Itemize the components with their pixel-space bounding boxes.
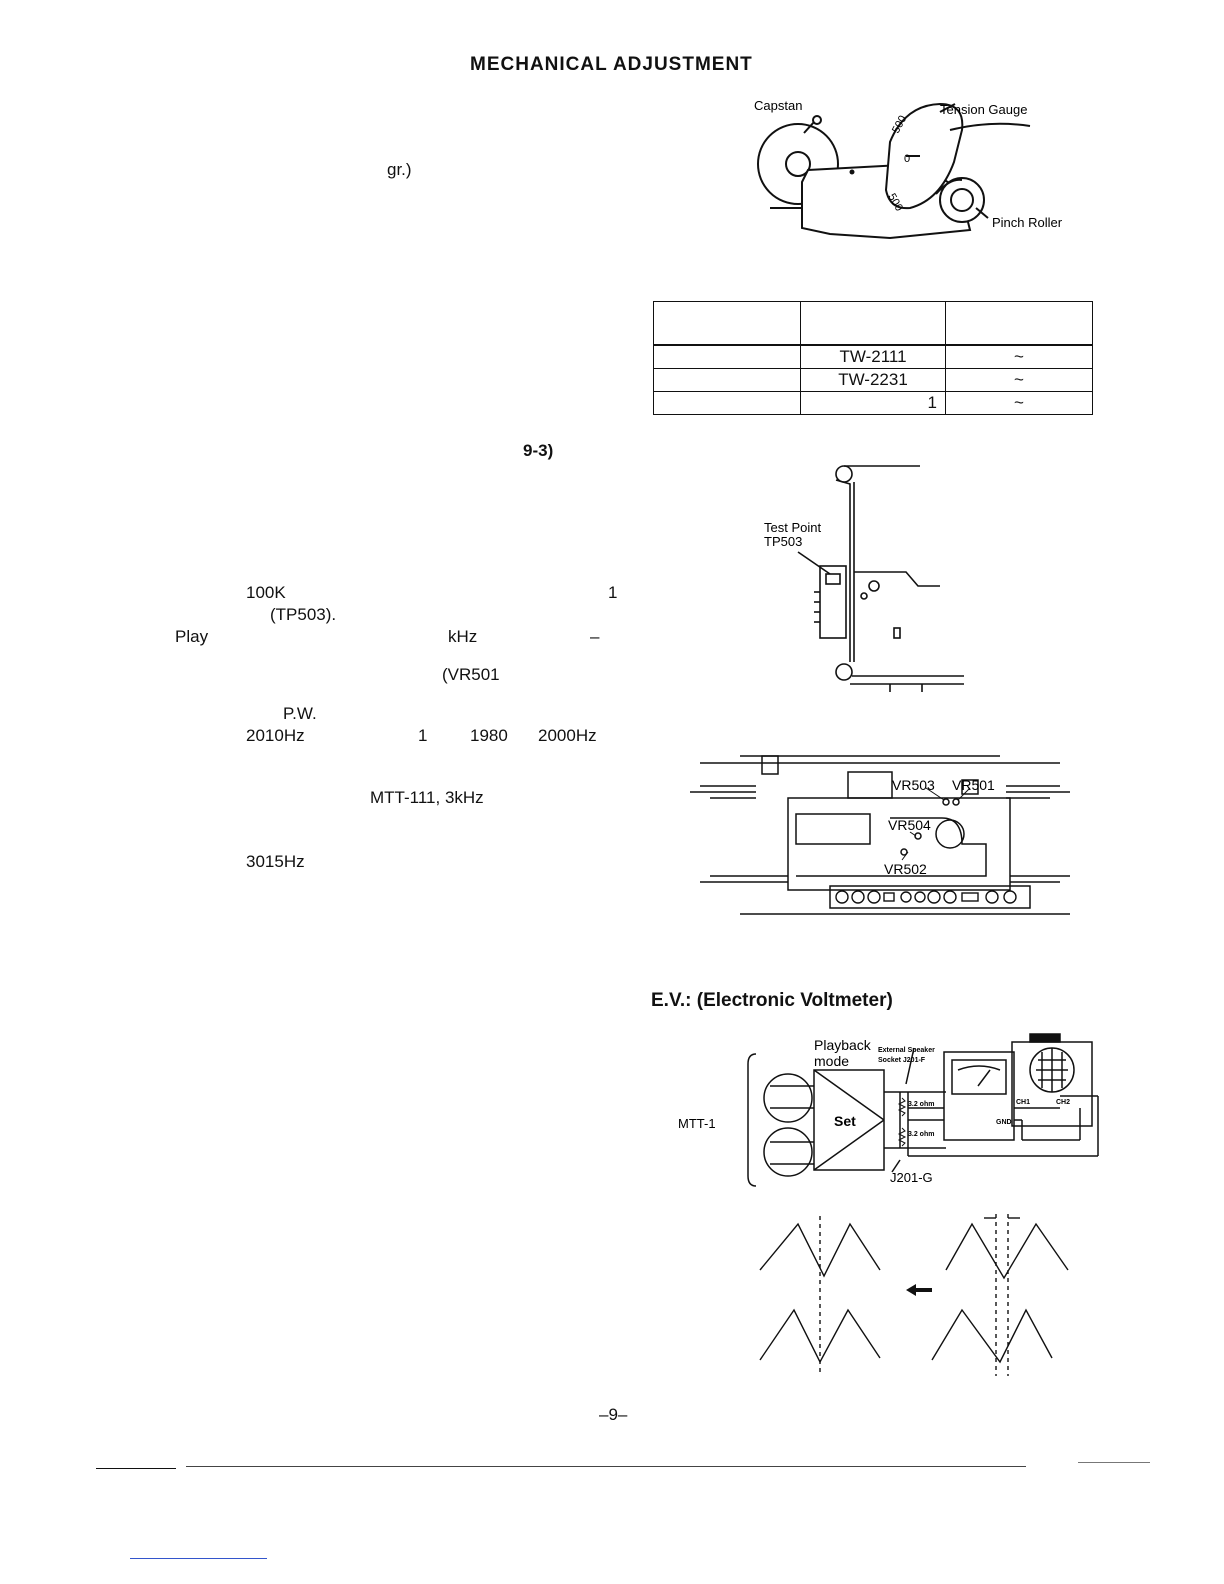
vr504-label: VR504 xyxy=(888,817,931,833)
speaker-socket-label: External Speaker xyxy=(878,1047,935,1054)
table-cell xyxy=(653,344,801,369)
text-3015hz: 3015Hz xyxy=(246,852,305,871)
resistor-label-2: 3.2 ohm xyxy=(908,1131,934,1138)
speaker-socket-label-2: Socket J201-F xyxy=(878,1057,926,1064)
mtt-label: MTT-1 xyxy=(678,1116,716,1131)
text-2010hz: 2010Hz xyxy=(246,726,305,745)
text-play: Play xyxy=(175,627,209,646)
playback-mode-label: Playback xyxy=(814,1037,872,1053)
table-header-cell xyxy=(653,301,801,346)
test-point-label: Test Point xyxy=(764,520,821,535)
left-arrow-icon xyxy=(906,1284,932,1296)
table-cell: ~ xyxy=(945,368,1093,392)
footer-rule xyxy=(1078,1462,1150,1463)
circuit-diagram: Playback mode External Speaker Socket J2… xyxy=(678,1033,1099,1187)
table-row: TW-2231 ~ xyxy=(653,368,1093,392)
page-title: MECHANICAL ADJUSTMENT xyxy=(470,54,753,75)
table-header-cell xyxy=(800,301,946,346)
text-mtt111: MTT-111, 3kHz xyxy=(370,788,484,807)
text-one-a: 1 xyxy=(608,583,618,602)
ch2-label: CH2 xyxy=(1056,1099,1070,1106)
text-khz: kHz xyxy=(448,627,478,646)
waveform-figure xyxy=(759,1214,1069,1376)
ev-heading: E.V.: (Electronic Voltmeter) xyxy=(651,990,893,1011)
table-row: 1 ~ xyxy=(653,391,1093,415)
table-cell: TW-2111 xyxy=(800,344,946,369)
text-one-b: 1 xyxy=(418,726,428,745)
vr502-label: VR502 xyxy=(884,861,927,877)
text-2000hz: 2000Hz xyxy=(538,726,597,745)
text-pw: P.W. xyxy=(283,704,317,723)
vr501-label: VR501 xyxy=(952,777,995,793)
table-header-row xyxy=(653,301,1093,346)
link-underline xyxy=(130,1558,267,1559)
tension-spec-table: TW-2111 ~ TW-2231 ~ 1 ~ xyxy=(653,301,1093,415)
tension-gauge-figure: Capstan Tension Gauge Pinch Roller 500 0… xyxy=(754,98,1063,240)
gnd-label: GND xyxy=(996,1119,1012,1126)
test-point-id: TP503 xyxy=(764,534,802,549)
table-cell: ~ xyxy=(945,391,1093,415)
page-number: –9– xyxy=(599,1405,628,1424)
table-cell: TW-2231 xyxy=(800,368,946,392)
j201g-label: J201-G xyxy=(890,1170,933,1185)
text-fig-ref: 9-3) xyxy=(523,441,554,460)
table-row: TW-2111 ~ xyxy=(653,344,1093,369)
footer-rule xyxy=(96,1468,176,1469)
vr503-label: VR503 xyxy=(892,777,935,793)
text-gr: gr.) xyxy=(387,160,412,179)
tension-gauge-label: Tension Gauge xyxy=(940,102,1027,117)
text-100k: 100K xyxy=(246,583,286,602)
vr-board-figure: VR503 VR501 VR504 VR502 xyxy=(690,755,1070,915)
text-dash: – xyxy=(590,627,600,646)
test-point-figure: Test Point TP503 xyxy=(764,465,964,692)
playback-mode-label-2: mode xyxy=(814,1053,849,1069)
ch1-label: CH1 xyxy=(1016,1099,1030,1106)
capstan-label: Capstan xyxy=(754,98,802,113)
text-1980: 1980 xyxy=(470,726,508,745)
footer-rule xyxy=(186,1466,1026,1467)
resistor-label-1: 3.2 ohm xyxy=(908,1101,934,1108)
text-tp503: (TP503). xyxy=(270,605,337,624)
pinch-roller-label: Pinch Roller xyxy=(992,215,1063,230)
scale-mid-label: 0 xyxy=(904,153,910,165)
table-cell: ~ xyxy=(945,344,1093,369)
text-vr501: (VR501 xyxy=(442,665,500,684)
table-cell xyxy=(653,368,801,392)
table-cell xyxy=(653,391,801,415)
set-label: Set xyxy=(834,1113,856,1129)
table-header-cell xyxy=(945,301,1093,346)
table-cell: 1 xyxy=(800,391,946,415)
